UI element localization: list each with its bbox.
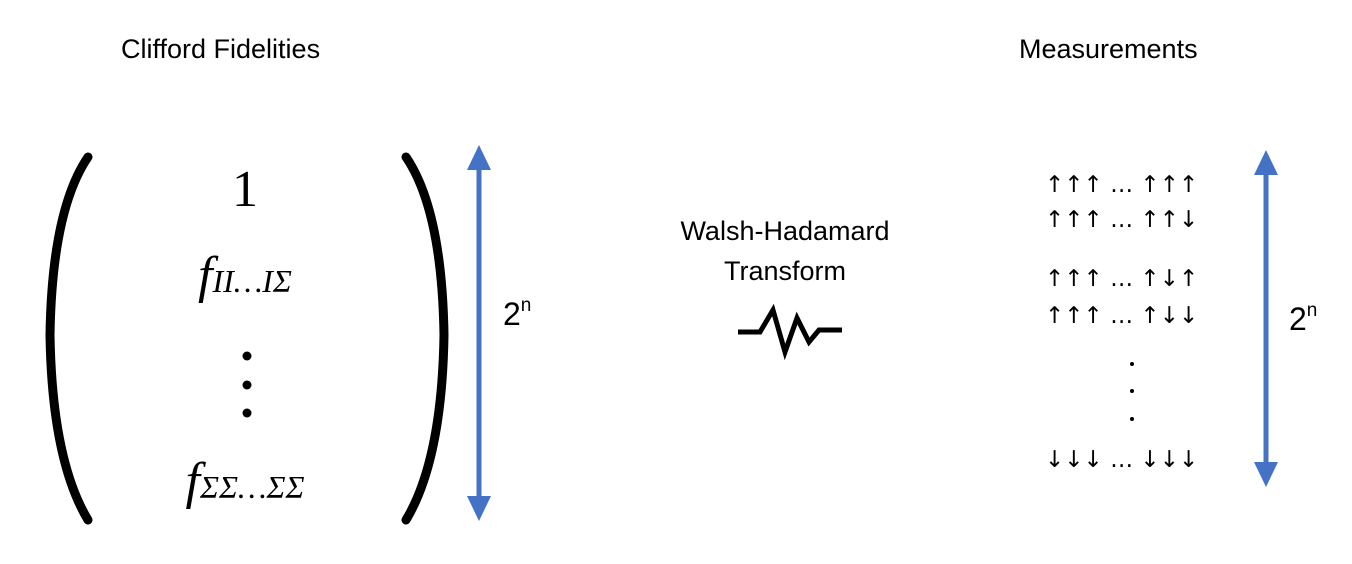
measurement-state: ↓↓↓ … ↓↓↓ xyxy=(1045,447,1199,473)
f-symbol: f xyxy=(198,247,213,304)
transform-line-2: Transform xyxy=(723,256,846,286)
measurement-state: ↑↑↑ … ↑↓↑ xyxy=(1045,266,1199,292)
left-dimension-label: 2n xyxy=(503,295,531,333)
right-dimension-label: 2n xyxy=(1289,300,1317,338)
measurement-vertical-dot xyxy=(1130,362,1134,366)
measurement-vertical-dot xyxy=(1130,389,1134,393)
dimension-exponent: n xyxy=(1306,300,1318,321)
left-parenthesis xyxy=(45,152,93,525)
squiggle-arrow-icon xyxy=(738,303,842,361)
dimension-base: 2 xyxy=(503,296,521,332)
measurements-heading: Measurements xyxy=(1019,34,1198,64)
measurement-state: ↑↑↑ … ↑↑↓ xyxy=(1045,207,1199,233)
f-subscript: II…IΣ xyxy=(212,263,292,299)
vector-vertical-ellipsis xyxy=(242,351,252,418)
vector-entry-f-sigma-sigma: fΣΣ…ΣΣ xyxy=(115,452,375,511)
right-double-headed-arrow-icon xyxy=(1254,150,1278,487)
clifford-fidelities-heading: Clifford Fidelities xyxy=(121,34,321,64)
dimension-exponent: n xyxy=(520,295,532,316)
vector-entry-f-ii-i-sigma: fII…IΣ xyxy=(115,246,375,305)
measurement-vertical-dot xyxy=(1130,417,1134,421)
walsh-hadamard-transform-label: Walsh-Hadamard Transform xyxy=(655,211,915,291)
f-subscript: ΣΣ…ΣΣ xyxy=(199,469,305,505)
measurement-state: ↑↑↑ … ↑↓↓ xyxy=(1045,303,1199,329)
measurement-state: ↑↑↑ … ↑↑↑ xyxy=(1045,172,1199,198)
vector-entry-one-text: 1 xyxy=(232,161,258,218)
transform-line-1: Walsh-Hadamard xyxy=(680,216,890,246)
left-double-headed-arrow-icon xyxy=(467,145,491,521)
dimension-base: 2 xyxy=(1289,301,1307,337)
right-parenthesis xyxy=(401,152,449,525)
f-symbol: f xyxy=(185,453,200,510)
vector-entry-one: 1 xyxy=(115,160,375,219)
